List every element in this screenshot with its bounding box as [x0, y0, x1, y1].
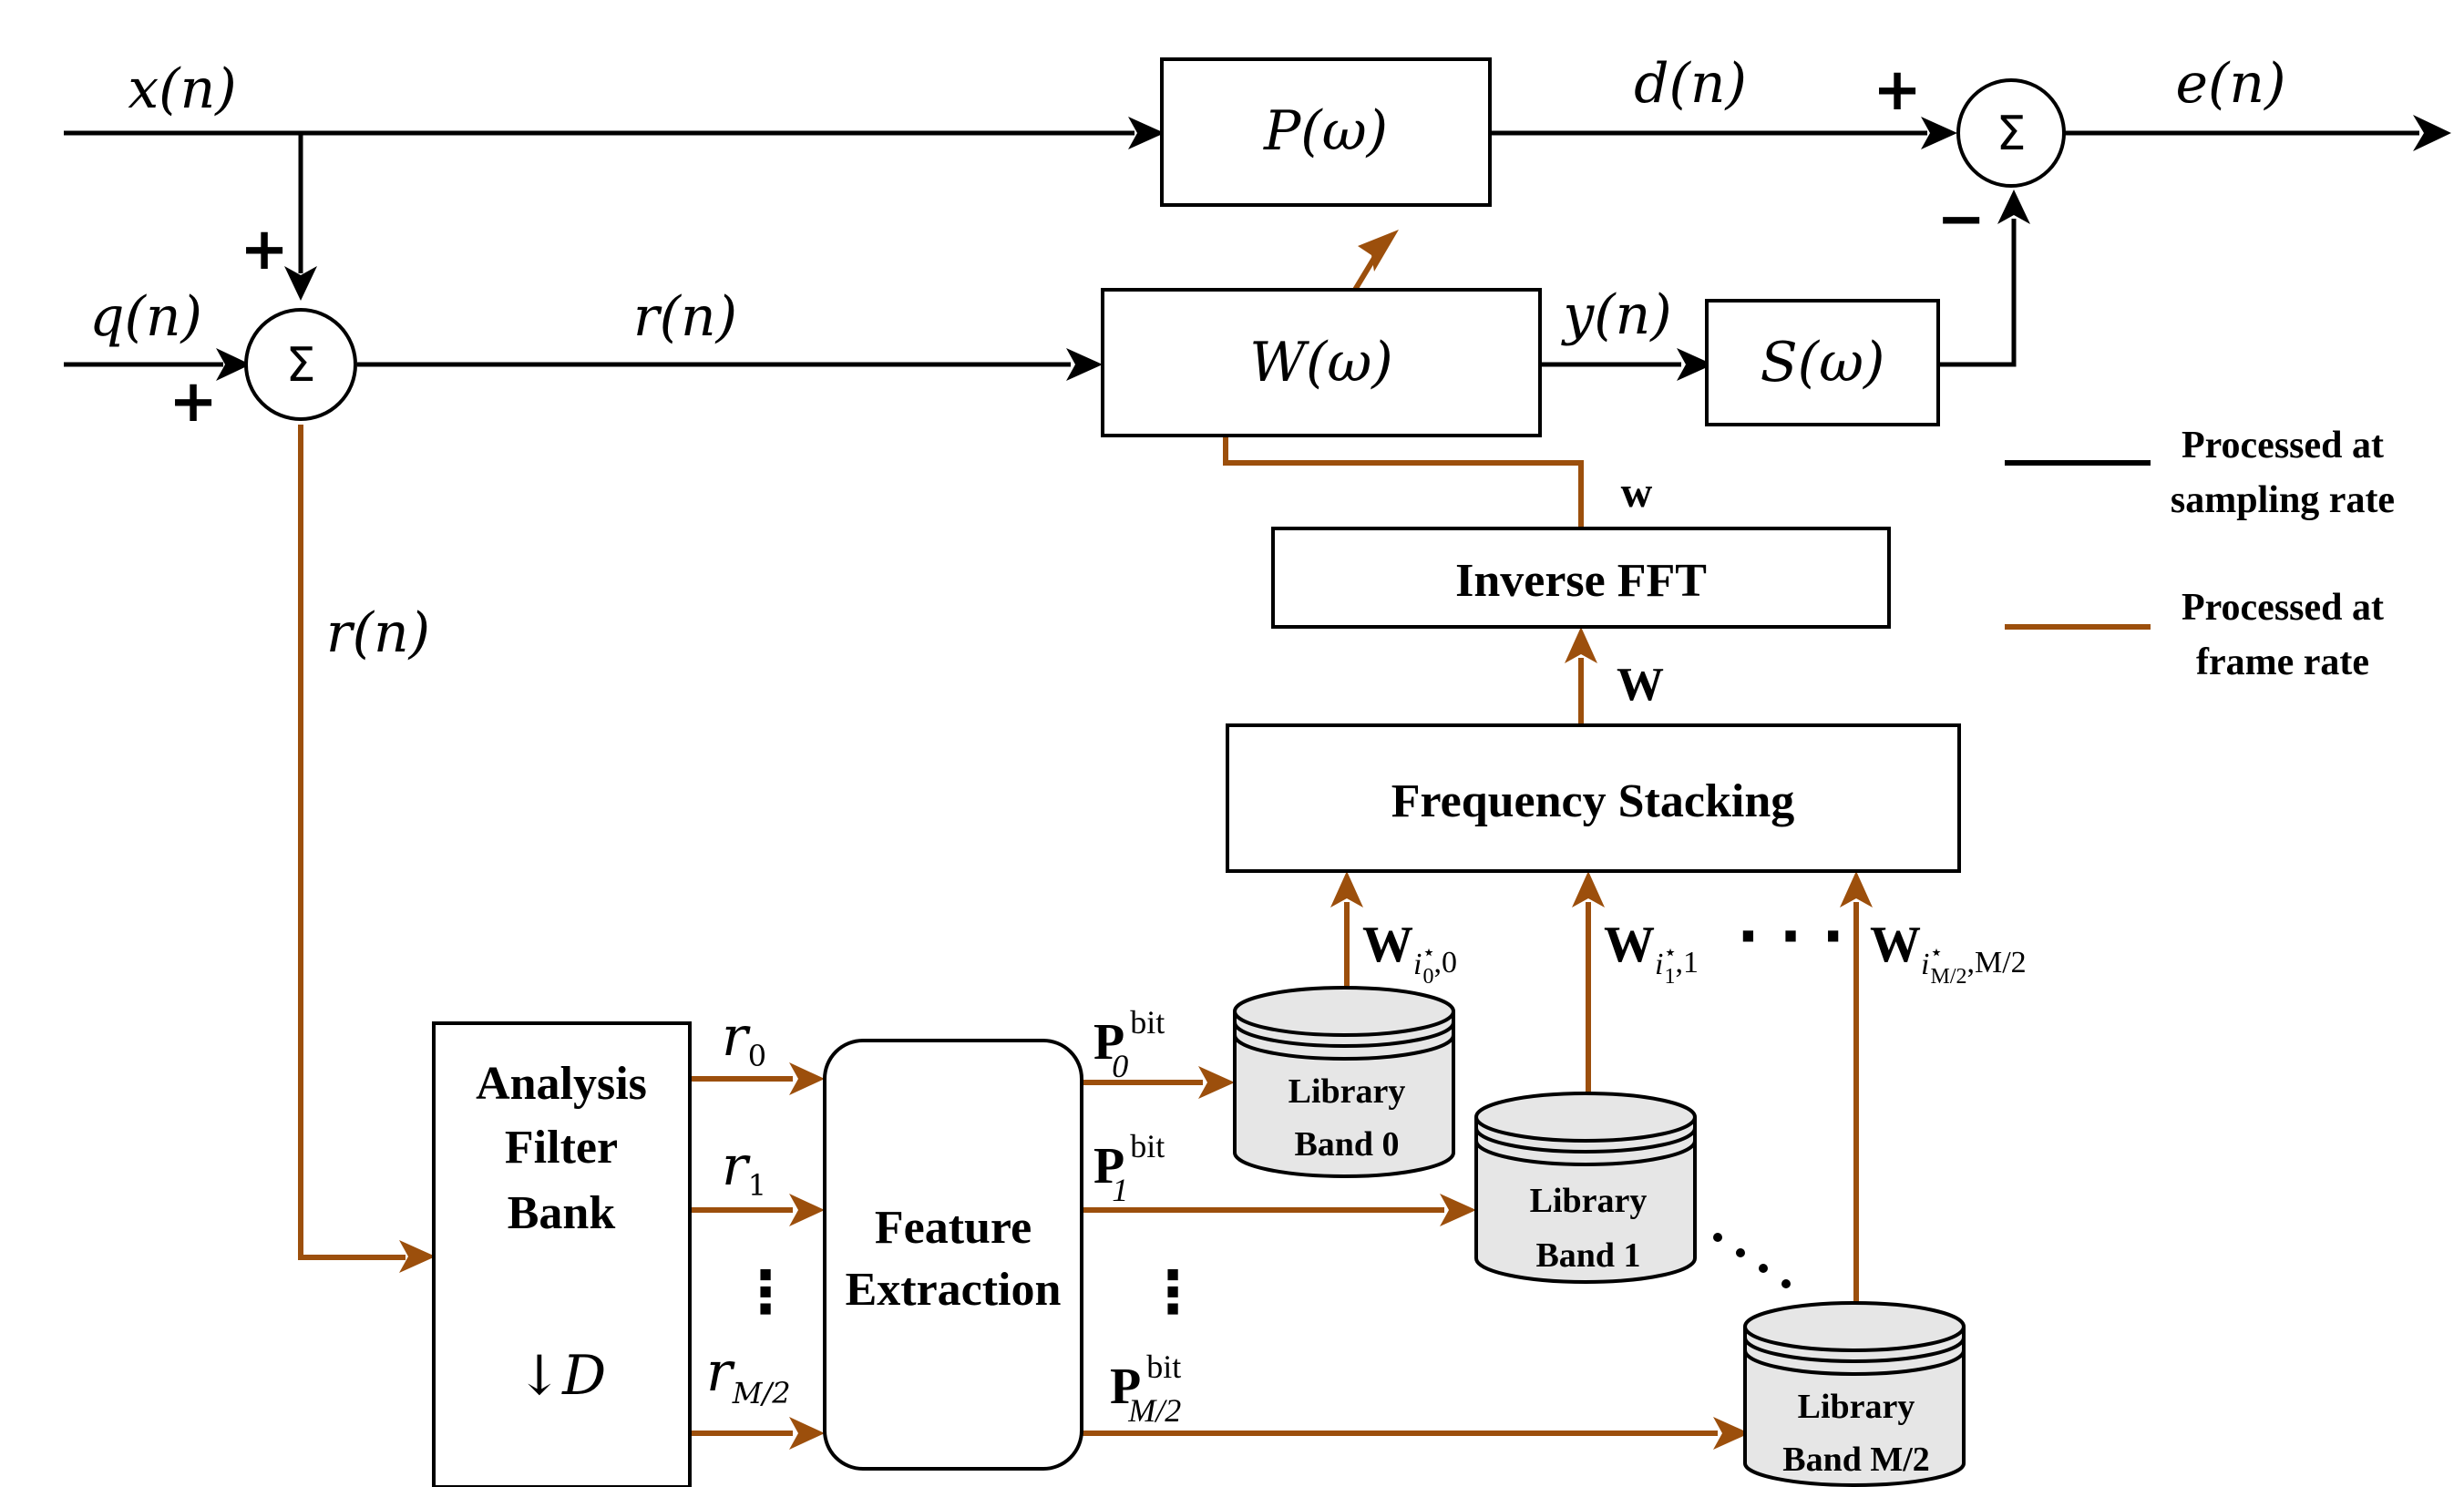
arrow-into-sum1-left	[216, 348, 251, 381]
arrow-rm	[789, 1417, 825, 1450]
feature-extraction-line2: Extraction	[846, 1264, 1062, 1316]
library-1-line2: Band 1	[1535, 1236, 1640, 1275]
r0-label: r0	[722, 1005, 766, 1073]
y-signal-label: y(n)	[1560, 283, 1671, 347]
downsample-label: ↓D	[517, 1344, 606, 1408]
arrow-into-s	[1677, 348, 1713, 381]
arrow-p0	[1198, 1066, 1235, 1099]
library-m2-line1: Library	[1798, 1388, 1915, 1426]
sampling-rate-paths	[64, 115, 2451, 381]
analysis-filter-bank-block: Analysis Filter Bank ↓D	[432, 1021, 692, 1487]
library-0-line1: Library	[1288, 1072, 1406, 1111]
secondary-path-label: S(ω)	[1761, 331, 1885, 395]
signal-labels: x(n) q(n) r(n) r(n) d(n) e(n) y(n) w W	[89, 52, 2285, 711]
sum1-symbol: Σ	[286, 338, 316, 393]
feature-extraction-block: Feature Extraction	[823, 1039, 1083, 1471]
arrow-into-ifft	[1565, 627, 1597, 663]
weights-ellipsis: · · ·	[1737, 904, 1844, 971]
arrow-into-afb	[399, 1240, 436, 1273]
arrow-into-p	[1128, 117, 1165, 149]
library-1-line1: Library	[1530, 1182, 1648, 1220]
r-signal-label-branch: r(n)	[326, 601, 430, 665]
primary-path-label: P(ω)	[1263, 99, 1388, 163]
feature-extraction-line1: Feature	[875, 1202, 1032, 1254]
adaptive-filter-label: W(ω)	[1249, 331, 1392, 395]
arrow-w1	[1572, 871, 1605, 908]
r-branch-line	[298, 425, 406, 1260]
s-to-sum2-line	[1938, 219, 2017, 367]
arrow-r0	[789, 1062, 825, 1095]
arrow-w-to-p	[1358, 230, 1399, 272]
sum2-minus: −	[1936, 186, 1986, 253]
arrow-w0	[1330, 871, 1363, 908]
library-diagonal-dots	[1713, 1233, 1791, 1288]
sum1-plus-left: +	[169, 368, 218, 436]
r1-label: r1	[722, 1134, 766, 1203]
library-0-line2: Band 0	[1294, 1125, 1399, 1164]
ifft-to-w-line	[1223, 460, 1584, 528]
adaptive-filter-block: W(ω)	[1101, 288, 1542, 437]
library-band-1: Library Band 1	[1474, 1092, 1697, 1284]
afb-label-line3: Bank	[508, 1187, 616, 1239]
primary-path-block: P(ω)	[1160, 57, 1492, 207]
afb-label-line2: Filter	[505, 1122, 618, 1174]
summing-junction-1: Σ + +	[169, 216, 357, 436]
legend-frame-line1: Processed at	[2182, 587, 2384, 629]
arrow-into-sum2-left	[1921, 117, 1957, 149]
r-signal-label-main: r(n)	[633, 285, 737, 349]
afb-label-line1: Analysis	[476, 1058, 647, 1110]
w1-label: Wi⋆1,1	[1604, 917, 1699, 989]
arrow-p1	[1440, 1194, 1476, 1226]
arrow-pm	[1713, 1417, 1750, 1450]
w-time-label: w	[1621, 468, 1653, 517]
arrow-into-sum2-bottom	[1997, 190, 2030, 224]
x-signal-label: x(n)	[128, 57, 236, 121]
subband-vdots-right: ⋮	[1144, 1259, 1202, 1327]
d-signal-label: d(n)	[1634, 52, 1747, 116]
secondary-path-block: S(ω)	[1705, 299, 1940, 426]
sum1-plus-top: +	[240, 216, 289, 283]
subband-labels: r0 r1 rM/2 ⋮ ⋮	[706, 1005, 1202, 1410]
arrow-into-w	[1066, 348, 1103, 381]
library-band-0: Library Band 0	[1233, 986, 1455, 1178]
w-freq-label: W	[1617, 659, 1664, 711]
library-band-m2: Library Band M/2	[1743, 1301, 1966, 1487]
sum2-symbol: Σ	[1997, 107, 2027, 161]
legend-sampling-line1: Processed at	[2182, 425, 2384, 467]
arrow-into-sum1-top	[284, 266, 317, 301]
arrow-output	[2413, 115, 2451, 151]
library-m2-line2: Band M/2	[1782, 1441, 1930, 1479]
sum2-plus: +	[1873, 56, 1922, 124]
legend: Processed at sampling rate Processed at …	[2005, 425, 2395, 683]
summing-junction-2: Σ + −	[1873, 56, 2066, 253]
q-signal-label: q(n)	[89, 285, 202, 349]
weight-labels: Wi⋆0,0 Wi⋆1,1 Wi⋆M/2,M/2 · · ·	[1362, 904, 2027, 989]
frame-rate-paths	[298, 230, 1873, 1450]
frequency-stacking-block: Frequency Stacking	[1226, 723, 1961, 873]
wm-label: Wi⋆M/2,M/2	[1870, 917, 2027, 989]
rm-label: rM/2	[706, 1340, 791, 1410]
arrow-r1	[789, 1194, 825, 1226]
w0-label: Wi⋆0,0	[1362, 917, 1457, 989]
ifft-to-w-stub	[1223, 437, 1241, 466]
frequency-stacking-label: Frequency Stacking	[1391, 775, 1795, 827]
subband-vdots-left: ⋮	[736, 1259, 795, 1327]
arrow-wm	[1840, 871, 1873, 908]
e-signal-label: e(n)	[2176, 52, 2286, 116]
legend-frame-line2: frame rate	[2196, 641, 2369, 683]
inverse-fft-label: Inverse FFT	[1455, 555, 1707, 607]
inverse-fft-block: Inverse FFT	[1271, 527, 1891, 629]
legend-sampling-line2: sampling rate	[2171, 479, 2395, 521]
